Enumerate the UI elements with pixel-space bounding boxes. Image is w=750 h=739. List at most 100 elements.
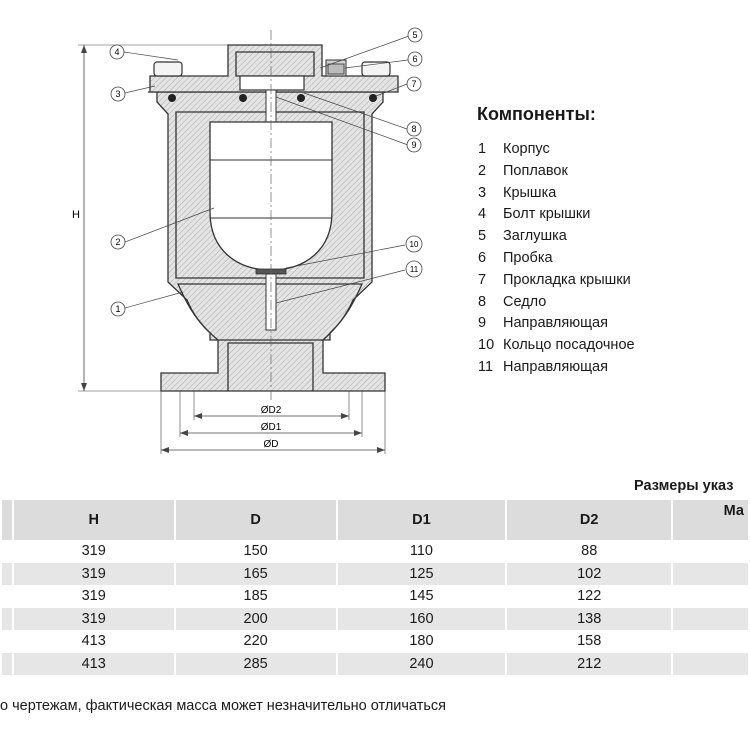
table-header-cell: Ма [673, 500, 748, 540]
arrow-icon [354, 430, 362, 436]
callout-label: 5 [412, 30, 417, 40]
callout-6: 6 [407, 51, 423, 67]
table-cell: 158 [577, 633, 602, 650]
callout-label: 10 [410, 240, 419, 249]
component-item: 3 Крышка [478, 183, 635, 205]
component-label: Болт крышки [503, 206, 591, 223]
seal-ring [239, 94, 247, 102]
table-header-cell: H [13, 500, 174, 540]
d-dimension-label: ØD [264, 439, 279, 450]
valve-cross-section-drawing: H ØD2 ØD1 ØD 4 3 2 1 5 6 7 8 9 [72, 27, 423, 454]
arrow-icon [377, 447, 385, 453]
callout-label: 1 [115, 304, 120, 314]
callout-7: 7 [406, 76, 422, 92]
table-cell: 200 [175, 607, 336, 630]
table-cell: 319 [81, 543, 106, 560]
component-number: 1 [478, 141, 487, 157]
table-header-row: H D D1 D2 Ма [2, 500, 748, 540]
component-item: 4 Болт крышки [478, 204, 635, 226]
table-cell: 413 [13, 652, 174, 675]
table-cell: 413 [81, 633, 106, 650]
callout-label: 4 [114, 47, 119, 57]
component-label: Кольцо посадочное [503, 337, 635, 354]
dimensions-note: Размеры указ [634, 478, 734, 494]
callout-2: 2 [110, 234, 126, 250]
component-item: 1 Корпус [478, 139, 635, 161]
callout-4: 4 [109, 44, 125, 60]
table-cell: 240 [337, 652, 506, 675]
table-cell: 220 [243, 633, 268, 650]
component-number: 5 [478, 228, 487, 245]
arrow-icon [161, 447, 169, 453]
component-number: 7 [478, 271, 487, 288]
table-row: 413 220 180 158 [2, 630, 748, 653]
component-number: 6 [478, 249, 487, 266]
component-item: 9 Направляющая [478, 313, 635, 335]
arrow-icon [81, 45, 87, 53]
component-number: 9 [478, 315, 487, 332]
component-label: Заглушка [503, 228, 567, 245]
callout-label: 2 [115, 237, 120, 247]
table-header-cell: D [175, 500, 336, 540]
component-label: Корпус [503, 141, 550, 157]
component-label: Направляющая [503, 315, 608, 332]
table-cell: 165 [175, 562, 336, 585]
callout-9: 9 [406, 137, 422, 153]
table-cell: 88 [581, 543, 598, 560]
component-item: 5 Заглушка [478, 226, 635, 248]
callout-label: 11 [410, 265, 419, 274]
callout-3: 3 [110, 86, 126, 102]
d1-dimension-label: ØD1 [261, 422, 282, 433]
component-number: 4 [478, 206, 487, 223]
seal-ring [369, 94, 377, 102]
component-label: Прокладка крышки [503, 271, 631, 288]
component-item: 8 Седло [478, 292, 635, 314]
callout-10: 10 [405, 235, 423, 253]
callout-11: 11 [405, 260, 423, 278]
callout-leaders [123, 35, 410, 309]
component-item: 7 Прокладка крышки [478, 270, 635, 292]
callout-label: 7 [411, 79, 416, 89]
valve-seat [239, 75, 305, 91]
callouts: 4 3 2 1 5 6 7 8 9 10 11 [109, 27, 423, 317]
h-dimension-label: H [72, 209, 80, 221]
component-label: Поплавок [503, 162, 568, 179]
seal-ring [297, 94, 305, 102]
table-cell: 145 [409, 588, 434, 605]
table-cell: 212 [507, 652, 672, 675]
table-cell: 180 [409, 633, 434, 650]
callout-label: 9 [411, 140, 416, 150]
callout-1: 1 [110, 301, 126, 317]
callout-5: 5 [407, 27, 423, 43]
table-cell: 110 [409, 543, 433, 560]
footnote: о чертежам, фактическая масса может незн… [0, 698, 447, 714]
callout-label: 8 [411, 124, 416, 134]
arrow-icon [341, 413, 349, 419]
component-label: Седло [503, 293, 547, 310]
table-cell: 185 [243, 588, 268, 605]
table-cell: 160 [337, 607, 506, 630]
table-cell: 319 [81, 588, 106, 605]
component-number: 10 [478, 337, 495, 354]
cover-bolt-right [361, 61, 391, 77]
seal-ring [168, 94, 176, 102]
component-number: 11 [478, 358, 494, 375]
components-title: Компоненты: [477, 104, 596, 124]
component-item: 10 Кольцо посадочное [478, 335, 635, 357]
callout-label: 6 [412, 54, 417, 64]
component-label: Крышка [503, 184, 557, 201]
d2-dimension-label: ØD2 [261, 405, 282, 416]
callout-8: 8 [406, 121, 422, 137]
component-number: 3 [478, 184, 487, 201]
table-cell: 285 [175, 652, 336, 675]
arrow-icon [194, 413, 202, 419]
component-number: 8 [478, 293, 487, 310]
